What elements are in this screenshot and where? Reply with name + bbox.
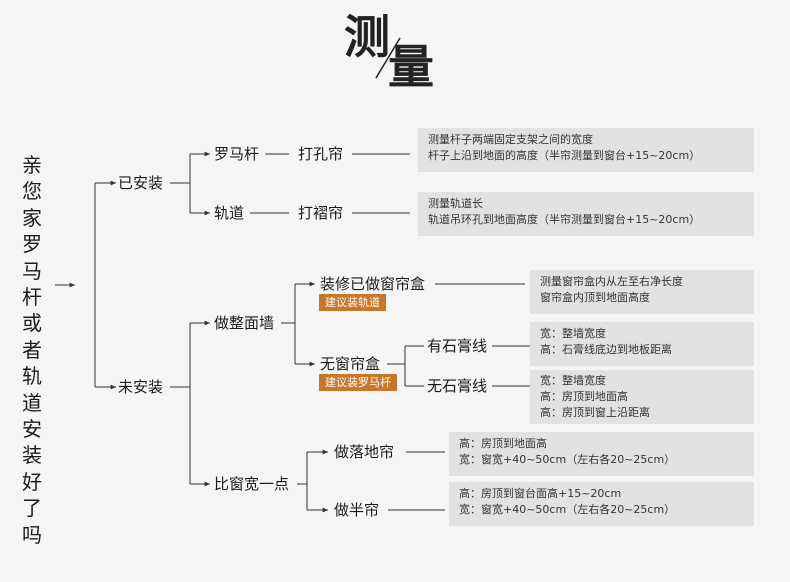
info-line: 杆子上沿到地面的高度（半帘测量到窗台+15~20cm） xyxy=(428,149,701,162)
question-text: 亲您家罗马杆或者轨道安装好了吗 xyxy=(22,153,42,547)
info-box-floor-curtain: 高：房顶到地面高 宽：窗宽+40~50cm（左右各20~25cm） xyxy=(449,432,754,476)
info-box-roman-rod: 测量杆子两端固定支架之间的宽度 杆子上沿到地面的高度（半帘测量到窗台+15~20… xyxy=(418,128,754,172)
node-floor-curtain: 做落地帘 xyxy=(334,443,395,461)
node-wider-than-window: 比窗宽一点 xyxy=(214,475,290,493)
info-box-has-curtain-box: 测量窗帘盒内从左至右净长度 窗帘盒内顶到地面高度 xyxy=(530,270,754,314)
node-has-plaster-line: 有石膏线 xyxy=(427,337,488,355)
node-no-curtain-box: 无窗帘盒 xyxy=(320,355,381,373)
info-line: 宽：窗宽+40~50cm（左右各20~25cm） xyxy=(459,503,676,516)
info-line: 高：房顶到窗台面高+15~20cm xyxy=(459,487,622,500)
info-line: 宽：整墙宽度 xyxy=(540,327,606,340)
info-line: 高：房顶到地面高 xyxy=(540,390,628,403)
info-line: 宽：窗宽+40~50cm（左右各20~25cm） xyxy=(459,453,676,466)
node-half-curtain: 做半帘 xyxy=(334,501,380,519)
node-no-plaster-line: 无石膏线 xyxy=(427,377,488,395)
info-box-has-plaster-line: 宽：整墙宽度 高：石膏线底边到地板距离 xyxy=(530,322,754,366)
tag-suggest-roman-rod: 建议装罗马杆 xyxy=(319,374,397,391)
info-line: 轨道吊环孔到地面高度（半帘测量到窗台+15~20cm） xyxy=(428,213,701,226)
node-roman-rod: 罗马杆 xyxy=(214,145,260,163)
info-line: 宽：整墙宽度 xyxy=(540,374,606,387)
info-line: 窗帘盒内顶到地面高度 xyxy=(540,291,650,304)
info-line: 高：房顶到地面高 xyxy=(459,437,547,450)
node-installed: 已安装 xyxy=(118,174,164,192)
info-line: 高：房顶到窗上沿距离 xyxy=(540,406,650,419)
node-full-wall: 做整面墙 xyxy=(214,314,275,332)
info-line: 高：石膏线底边到地板距离 xyxy=(540,343,672,356)
title-char-2: 量 xyxy=(388,40,434,94)
node-punch-curtain: 打孔帘 xyxy=(298,145,344,163)
tag-suggest-track: 建议装轨道 xyxy=(319,294,386,311)
node-has-curtain-box: 装修已做窗帘盒 xyxy=(320,275,426,293)
node-not-installed: 未安装 xyxy=(118,378,164,396)
info-box-half-curtain: 高：房顶到窗台面高+15~20cm 宽：窗宽+40~50cm（左右各20~25c… xyxy=(449,482,754,526)
title-char-1: 测 xyxy=(344,10,390,64)
info-line: 测量轨道长 xyxy=(428,197,483,210)
info-box-no-plaster-line: 宽：整墙宽度 高：房顶到地面高 高：房顶到窗上沿距离 xyxy=(530,370,754,424)
info-line: 测量杆子两端固定支架之间的宽度 xyxy=(428,133,593,146)
node-pleat-curtain: 打褶帘 xyxy=(298,204,344,222)
info-line: 测量窗帘盒内从左至右净长度 xyxy=(540,275,683,288)
info-box-track: 测量轨道长 轨道吊环孔到地面高度（半帘测量到窗台+15~20cm） xyxy=(418,192,754,236)
node-track: 轨道 xyxy=(214,204,245,222)
